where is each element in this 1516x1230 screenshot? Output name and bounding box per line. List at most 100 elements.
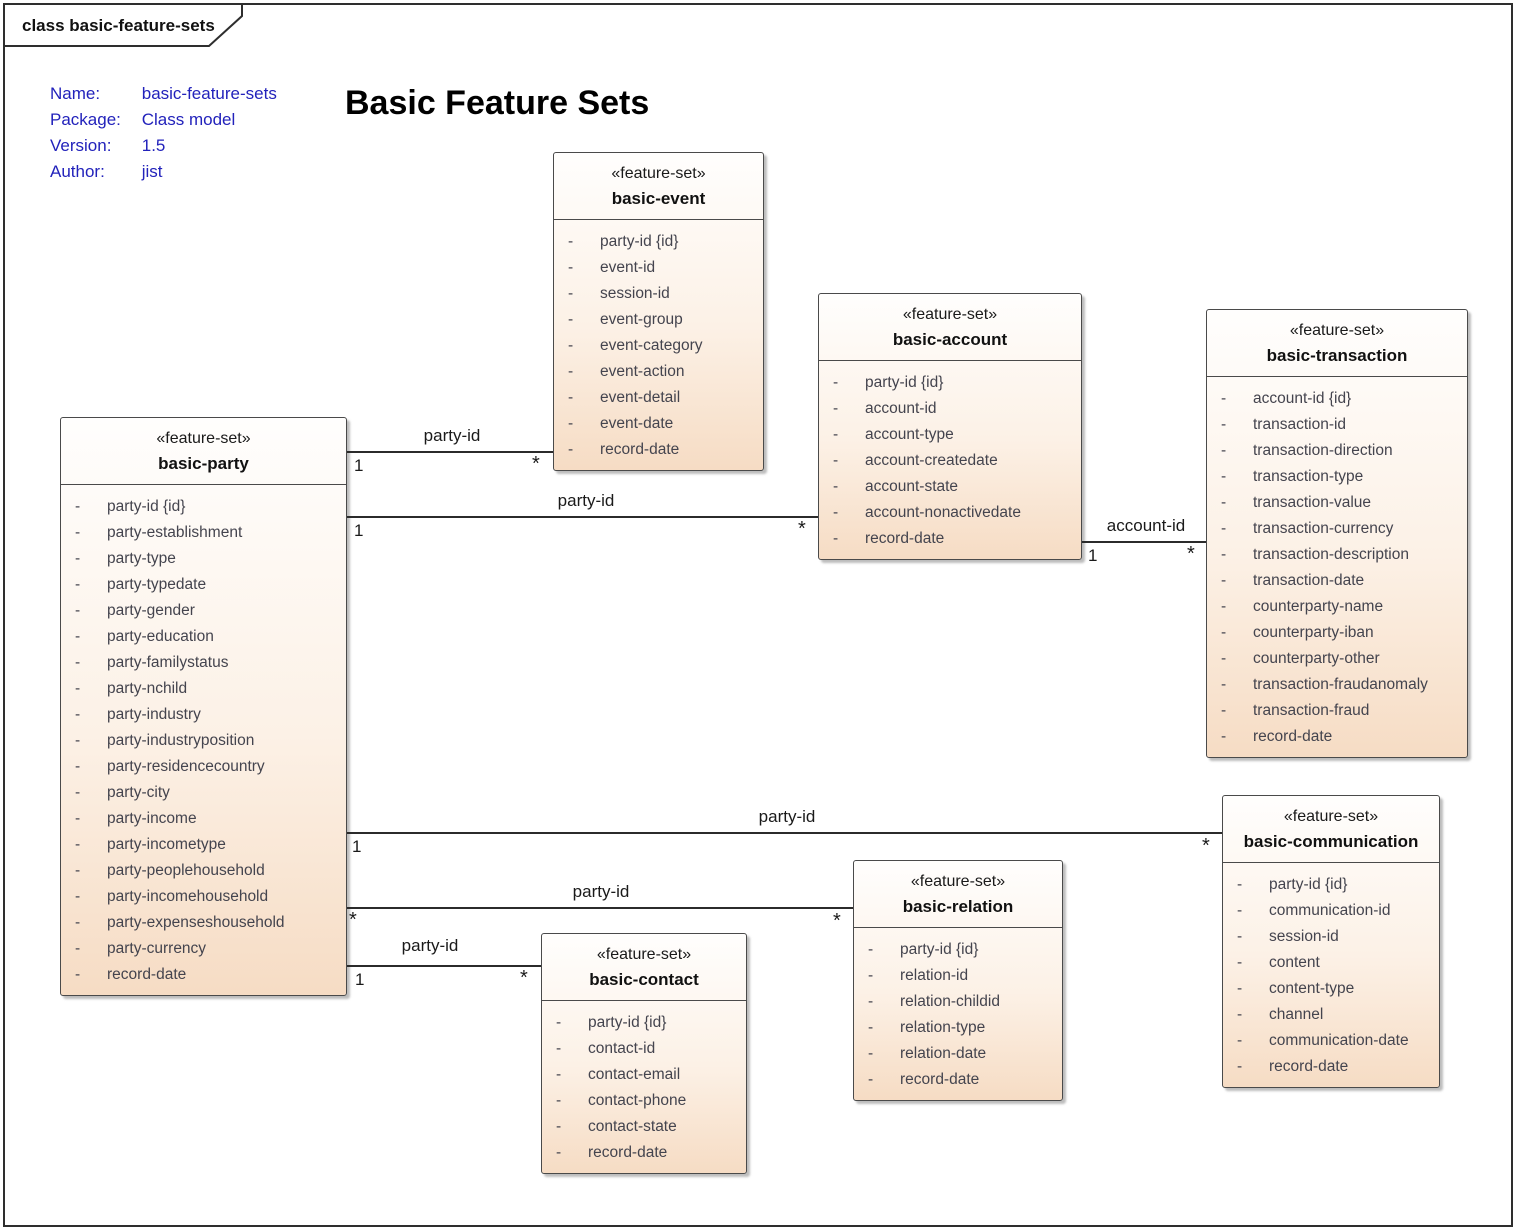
visibility-marker: -: [568, 363, 574, 380]
class-box-basic-account[interactable]: «feature-set» basic-account - party-id {…: [818, 293, 1082, 560]
visibility-marker: -: [75, 784, 81, 801]
attribute-name: party-typedate: [107, 576, 207, 593]
visibility-marker: -: [568, 441, 574, 458]
attribute-row: - event-category: [554, 333, 763, 359]
multiplicity-source: 1: [352, 837, 362, 856]
attribute-row: - party-peoplehousehold: [61, 858, 346, 884]
visibility-marker: -: [568, 337, 574, 354]
attribute-row: - party-id {id}: [61, 494, 346, 520]
attribute-row: - transaction-description: [1207, 542, 1467, 568]
visibility-marker: -: [1237, 928, 1243, 945]
association-line[interactable]: [347, 907, 853, 909]
attribute-row: - record-date: [1207, 724, 1467, 750]
attribute-name: event-category: [600, 337, 703, 354]
multiplicity-source: 1: [354, 456, 364, 475]
attribute-name: party-id {id}: [600, 233, 679, 250]
visibility-marker: -: [556, 1092, 562, 1109]
association-line[interactable]: [347, 965, 541, 967]
attribute-row: - contact-id: [542, 1036, 746, 1062]
visibility-marker: -: [75, 888, 81, 905]
diagram-title: Basic Feature Sets: [345, 84, 650, 122]
visibility-marker: -: [568, 311, 574, 328]
attribute-row: - transaction-value: [1207, 490, 1467, 516]
multiplicity-target: *: [1202, 835, 1210, 857]
attribute-row: - party-familystatus: [61, 650, 346, 676]
attribute-name: relation-id: [900, 967, 969, 984]
attribute-row: - contact-state: [542, 1114, 746, 1140]
visibility-marker: -: [833, 504, 839, 521]
metadata-row: Author: jist: [50, 159, 277, 185]
multiplicity-target: *: [520, 967, 528, 989]
attribute-name: contact-id: [588, 1040, 656, 1057]
visibility-marker: -: [75, 550, 81, 567]
class-header: «feature-set» basic-relation: [854, 861, 1062, 928]
attribute-name: session-id: [1269, 928, 1339, 945]
attribute-row: - relation-childid: [854, 989, 1062, 1015]
visibility-marker: -: [568, 285, 574, 302]
class-name: basic-communication: [1243, 832, 1419, 851]
attribute-row: - transaction-id: [1207, 412, 1467, 438]
attribute-name: event-date: [600, 415, 674, 432]
attribute-row: - account-state: [819, 474, 1081, 500]
attribute-name: event-action: [600, 363, 685, 380]
attribute-list: - party-id {id} - communication-id - ses…: [1223, 863, 1439, 1087]
attribute-name: event-group: [600, 311, 683, 328]
association-line[interactable]: [347, 451, 553, 453]
association-label: party-id: [572, 882, 630, 901]
association-line[interactable]: [347, 832, 1222, 834]
attribute-row: - party-city: [61, 780, 346, 806]
visibility-marker: -: [1221, 728, 1227, 745]
association-line[interactable]: [1082, 541, 1206, 543]
visibility-marker: -: [1237, 1006, 1243, 1023]
class-box-basic-contact[interactable]: «feature-set» basic-contact - party-id {…: [541, 933, 747, 1174]
attribute-row: - relation-id: [854, 963, 1062, 989]
visibility-marker: -: [1237, 1032, 1243, 1049]
attribute-name: party-establishment: [107, 524, 243, 541]
attribute-row: - event-action: [554, 359, 763, 385]
attribute-name: communication-date: [1269, 1032, 1409, 1049]
attribute-name: transaction-date: [1253, 572, 1365, 589]
attribute-row: - record-date: [819, 526, 1081, 552]
attribute-name: party-currency: [107, 940, 207, 957]
diagram-frame-border: [3, 3, 1513, 1227]
class-name: basic-contact: [589, 970, 699, 989]
metadata-row: Name: basic-feature-sets: [50, 81, 277, 107]
visibility-marker: -: [556, 1066, 562, 1083]
visibility-marker: -: [833, 530, 839, 547]
attribute-name: content: [1269, 954, 1320, 971]
association-label: party-id: [758, 807, 816, 826]
visibility-marker: -: [1221, 468, 1227, 485]
frame-tab-label: class basic-feature-sets: [22, 16, 215, 35]
visibility-marker: -: [75, 706, 81, 723]
attribute-row: - contact-email: [542, 1062, 746, 1088]
association-line[interactable]: [347, 516, 818, 518]
class-box-basic-party[interactable]: «feature-set» basic-party - party-id {id…: [60, 417, 347, 996]
attribute-row: - transaction-date: [1207, 568, 1467, 594]
attribute-list: - account-id {id} - transaction-id - tra…: [1207, 377, 1467, 757]
attribute-list: - party-id {id} - account-id - account-t…: [819, 361, 1081, 559]
attribute-row: - party-typedate: [61, 572, 346, 598]
class-box-basic-communication[interactable]: «feature-set» basic-communication - part…: [1222, 795, 1440, 1088]
attribute-row: - party-id {id}: [819, 370, 1081, 396]
attribute-row: - account-nonactivedate: [819, 500, 1081, 526]
class-header: «feature-set» basic-party: [61, 418, 346, 485]
class-box-basic-transaction[interactable]: «feature-set» basic-transaction - accoun…: [1206, 309, 1468, 758]
class-header: «feature-set» basic-communication: [1223, 796, 1439, 863]
visibility-marker: -: [75, 524, 81, 541]
visibility-marker: -: [75, 498, 81, 515]
class-box-basic-event[interactable]: «feature-set» basic-event - party-id {id…: [553, 152, 764, 471]
visibility-marker: -: [1221, 416, 1227, 433]
attribute-row: - account-createdate: [819, 448, 1081, 474]
visibility-marker: -: [75, 914, 81, 931]
stereotype-label: «feature-set»: [902, 306, 998, 323]
visibility-marker: -: [75, 732, 81, 749]
class-box-basic-relation[interactable]: «feature-set» basic-relation - party-id …: [853, 860, 1063, 1101]
attribute-row: - event-id: [554, 255, 763, 281]
attribute-name: counterparty-name: [1253, 598, 1384, 615]
attribute-name: counterparty-iban: [1253, 624, 1374, 641]
attribute-list: - party-id {id} - party-establishment - …: [61, 485, 346, 995]
attribute-row: - party-gender: [61, 598, 346, 624]
visibility-marker: -: [868, 1045, 874, 1062]
visibility-marker: -: [556, 1014, 562, 1031]
visibility-marker: -: [75, 836, 81, 853]
